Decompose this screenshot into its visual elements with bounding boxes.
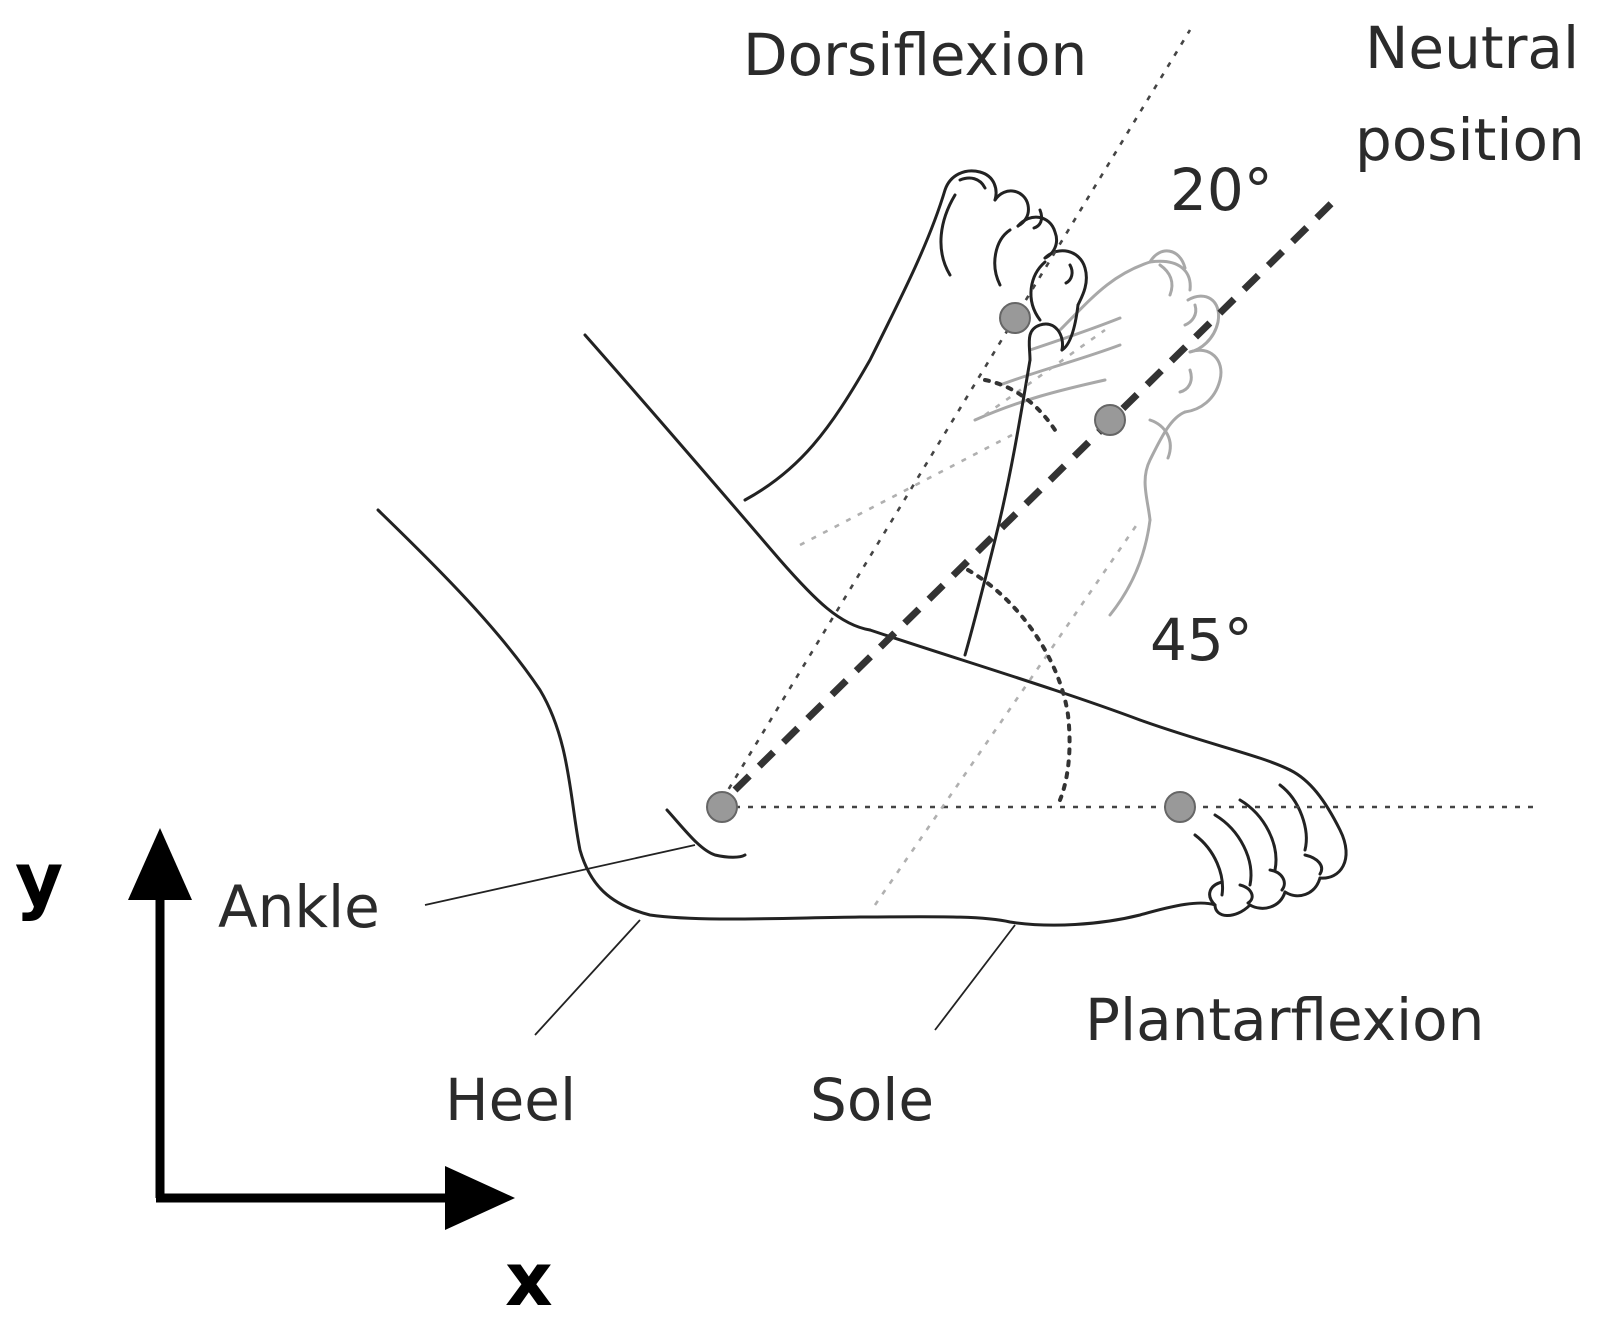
arc-20-degree (983, 378, 1057, 432)
ankle-marker (706, 791, 738, 823)
coordinate-axes (128, 828, 515, 1230)
plantarflexed-toes (1193, 768, 1348, 917)
label-axis-x: x (505, 1237, 553, 1323)
dorsiflexed-foot (743, 169, 1088, 657)
ankle-bracket (665, 808, 747, 859)
plantarflexion-ghost-line (873, 519, 1142, 906)
neutral-foot-ghost (973, 249, 1223, 617)
x-arrowhead-icon (445, 1166, 515, 1230)
neutral-axis-line (732, 192, 1343, 793)
neutral-toe-marker (1094, 404, 1126, 436)
plantar-toe-marker (1164, 791, 1196, 823)
arc-45-degree (966, 568, 1072, 802)
label-ankle: Ankle (218, 873, 380, 941)
label-sole: Sole (810, 1066, 934, 1134)
label-neutral-line1: Neutral (1365, 14, 1579, 82)
label-plantarflexion: Plantarflexion (1085, 986, 1484, 1054)
heel-outline (376, 508, 1217, 927)
ankle-leader-line (424, 844, 696, 906)
shin-outline (583, 333, 872, 632)
dorsi-ghost-line-2 (984, 328, 1106, 417)
label-dorsiflexion: Dorsiflexion (743, 21, 1087, 89)
label-neutral-line2: position (1355, 106, 1585, 174)
label-axis-y: y (15, 837, 63, 923)
label-heel: Heel (445, 1066, 576, 1134)
label-angle-45: 45° (1150, 606, 1253, 674)
y-arrowhead-icon (128, 828, 192, 900)
label-angle-20: 20° (1170, 156, 1273, 224)
heel-leader-line (534, 919, 641, 1036)
dorsi-toe-marker (999, 302, 1031, 334)
dorsi-ghost-line (799, 433, 1013, 547)
instep-outline (868, 628, 1292, 772)
sole-leader-line (934, 924, 1016, 1031)
